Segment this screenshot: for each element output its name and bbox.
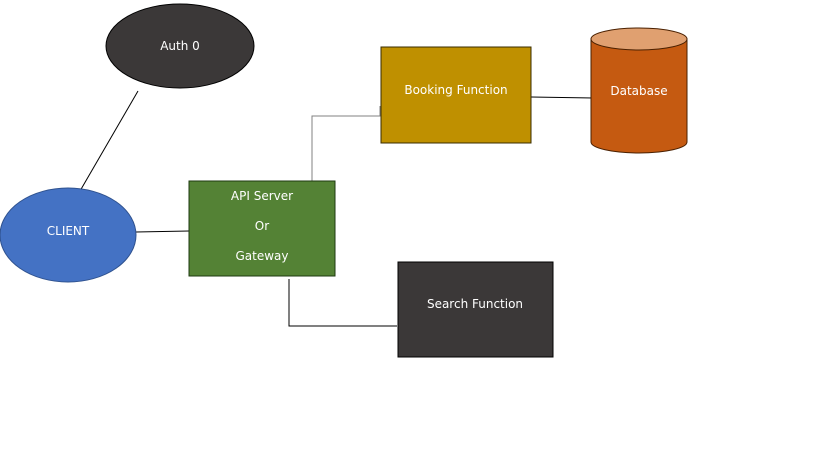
edge-client-api xyxy=(135,230,190,233)
edge-api-booking xyxy=(311,106,381,181)
api-label-line-2: Or xyxy=(255,219,269,233)
node-booking-function[interactable]: Booking Function xyxy=(380,46,532,144)
client-label: CLIENT xyxy=(47,224,90,238)
node-search-function[interactable]: Search Function xyxy=(397,261,554,358)
auth0-label: Auth 0 xyxy=(160,39,200,53)
node-client[interactable]: CLIENT xyxy=(0,187,137,283)
node-api-gateway[interactable]: API Server Or Gateway xyxy=(188,180,336,277)
api-label-line-3: Gateway xyxy=(235,249,288,263)
node-database[interactable]: Database xyxy=(590,27,688,154)
booking-label: Booking Function xyxy=(404,83,507,97)
edge-api-search xyxy=(288,279,397,327)
edge-booking-database xyxy=(530,96,594,99)
node-auth0[interactable]: Auth 0 xyxy=(105,3,255,89)
edge-auth0-client xyxy=(79,90,139,192)
database-label: Database xyxy=(610,84,667,98)
api-label-line-1: API Server xyxy=(231,189,293,203)
search-label: Search Function xyxy=(427,297,523,311)
